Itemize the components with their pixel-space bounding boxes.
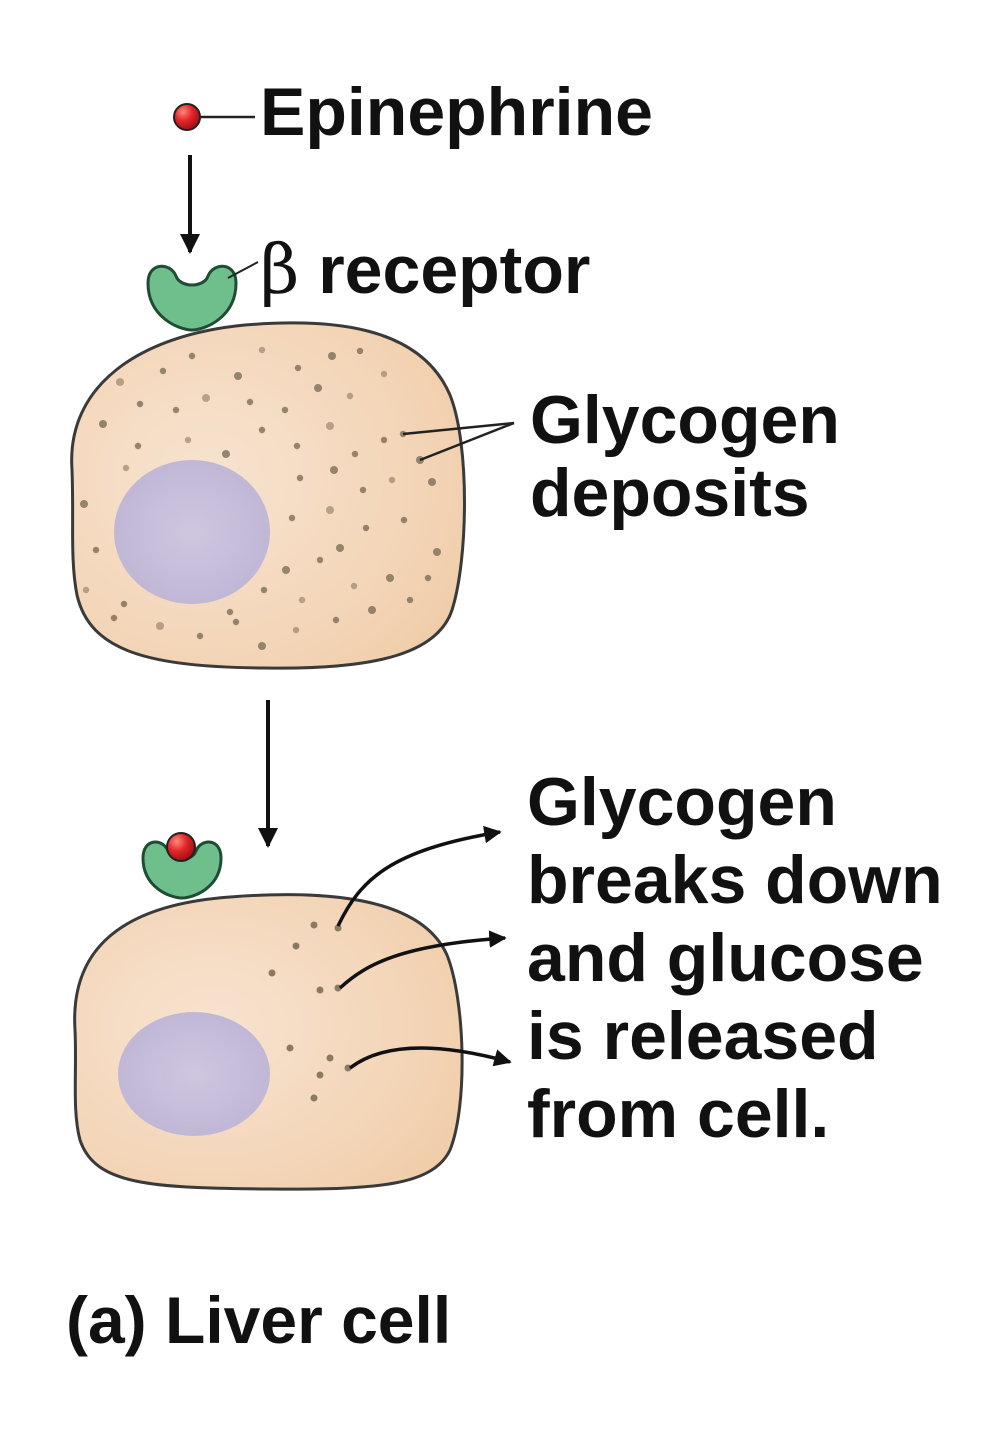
- glycogen-granule: [188, 352, 196, 360]
- glycogen-granule: [258, 426, 266, 434]
- breakdown-line-3: and glucose: [527, 920, 924, 996]
- glycogen-granule: [296, 474, 304, 482]
- glycogen-granule: [388, 476, 396, 484]
- epinephrine-molecule: [173, 103, 201, 131]
- release-arrow-2: [338, 930, 507, 990]
- glycogen-granule: [159, 367, 167, 375]
- beta-receptor-empty: [146, 264, 238, 332]
- glycogen-granule: [350, 582, 358, 590]
- glycogen-granule: [281, 406, 289, 414]
- glycogen-granule: [400, 516, 408, 524]
- glycogen-granule: [92, 546, 100, 554]
- nucleus-before: [114, 460, 270, 604]
- glycogen-granule: [292, 942, 300, 950]
- glycogen-granule: [134, 442, 142, 450]
- glycogen-granule: [351, 450, 359, 458]
- glycogen-granule: [346, 392, 354, 400]
- glycogen-granule: [292, 626, 300, 634]
- glycogen-granule: [316, 1071, 324, 1079]
- glycogen-granule: [110, 614, 118, 622]
- glycogen-granule: [258, 346, 266, 354]
- glycogen-deposits-line-1: Glycogen: [530, 382, 840, 458]
- glycogen-granule: [332, 616, 340, 624]
- receptor-word: receptor: [318, 232, 591, 308]
- glycogen-granule: [310, 921, 318, 929]
- glycogen-granule: [326, 1054, 334, 1062]
- glycogen-deposits-label: Glycogen deposits: [530, 384, 840, 530]
- glycogen-granule: [326, 506, 334, 514]
- breakdown-line-2: breaks down: [527, 842, 943, 918]
- glycogen-breakdown-label: Glycogen breaks down and glucose is rele…: [527, 763, 943, 1153]
- figure-caption: (a) Liver cell: [66, 1283, 452, 1357]
- glycogen-granule: [234, 372, 242, 380]
- nucleus-after: [118, 1012, 270, 1136]
- glycogen-granule: [293, 442, 301, 450]
- beta-receptor-label: β receptor: [260, 236, 590, 305]
- glycogen-deposits-line-2: deposits: [530, 455, 810, 531]
- glycogen-granule: [380, 436, 388, 444]
- glycogen-granule: [258, 642, 266, 650]
- glycogen-granule: [288, 514, 296, 522]
- breakdown-line-5: from cell.: [527, 1076, 830, 1152]
- glycogen-leader-line-1: [402, 421, 515, 436]
- glycogen-granule: [120, 600, 128, 608]
- glycogen-granule: [172, 406, 180, 414]
- glycogen-granule: [232, 618, 240, 626]
- glycogen-granule: [226, 608, 234, 616]
- glycogen-granule: [316, 556, 324, 564]
- glycogen-granule: [80, 500, 88, 508]
- glycogen-granule: [380, 370, 388, 378]
- glycogen-leader-line-2: [419, 421, 515, 462]
- glycogen-deposits: [80, 346, 441, 650]
- glycogen-granule: [282, 566, 290, 574]
- glycogen-granule: [246, 398, 254, 406]
- glycogen-granule: [406, 596, 414, 604]
- glycogen-granule: [386, 574, 394, 582]
- glycogen-granule: [330, 466, 338, 474]
- release-arrow-3: [348, 1046, 512, 1070]
- glycogen-granule: [316, 986, 324, 994]
- breakdown-line-1: Glycogen: [527, 764, 837, 840]
- glycogen-granule: [359, 486, 367, 494]
- glycogen-granule: [156, 622, 164, 630]
- glycogen-granule: [286, 1044, 294, 1052]
- glycogen-granule: [82, 586, 90, 594]
- glycogen-granule: [116, 378, 124, 386]
- bound-epinephrine: [166, 832, 196, 862]
- glycogen-granule: [328, 352, 336, 360]
- glycogen-granule: [314, 384, 322, 392]
- glycogen-granule: [298, 596, 306, 604]
- glycogen-granule: [99, 420, 107, 428]
- glycogen-granule: [368, 606, 376, 614]
- glycogen-granule: [356, 347, 364, 355]
- glycogen-granule: [202, 394, 210, 402]
- glycogen-granule: [336, 544, 344, 552]
- glycogen-granule: [260, 586, 268, 594]
- glycogen-granule: [433, 548, 441, 556]
- receptor-leader-line: [227, 261, 259, 279]
- glycogen-granule: [184, 436, 192, 444]
- breakdown-line-4: is released: [527, 998, 879, 1074]
- glycogen-granule: [222, 450, 230, 458]
- glycogen-granule: [424, 574, 432, 582]
- epinephrine-label: Epinephrine: [260, 74, 653, 150]
- glycogen-granule: [268, 969, 276, 977]
- glycogen-granule: [362, 524, 370, 532]
- glycogen-granule: [310, 1094, 318, 1102]
- glycogen-granule: [294, 364, 302, 372]
- glycogen-granule: [136, 400, 144, 408]
- glycogen-granule: [428, 478, 436, 486]
- beta-symbol: β: [260, 231, 300, 310]
- glycogen-granule: [196, 632, 204, 640]
- release-arrow-1: [336, 825, 502, 927]
- glycogen-granule: [326, 422, 334, 430]
- glycogen-granule: [122, 464, 130, 472]
